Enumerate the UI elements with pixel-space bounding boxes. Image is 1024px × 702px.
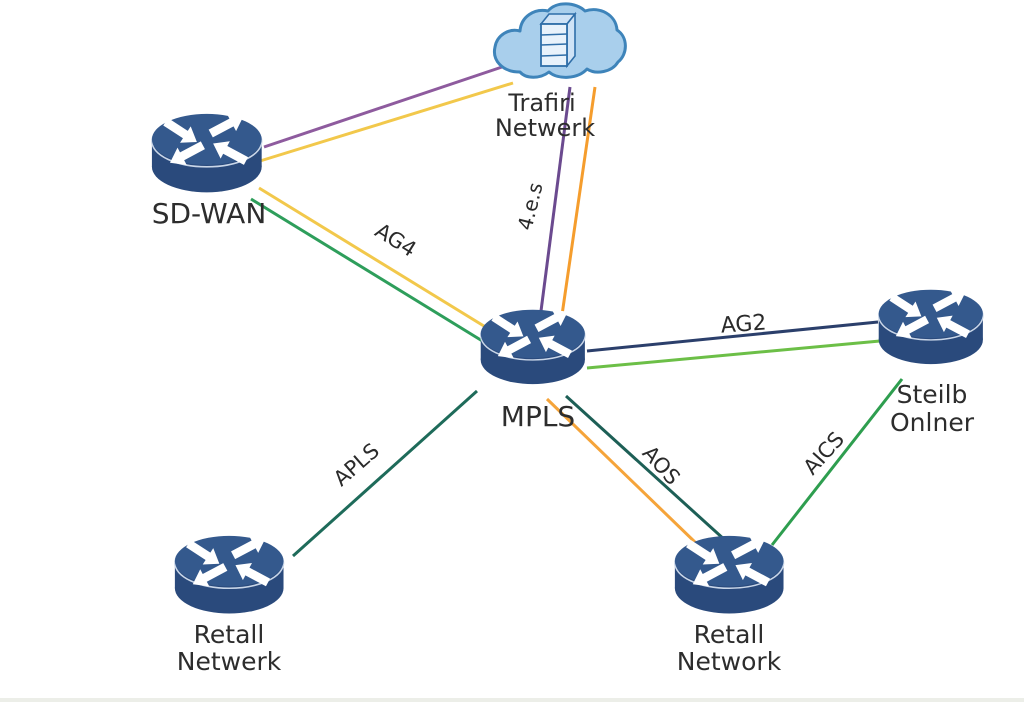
cloud-node <box>492 2 627 79</box>
edge-label-ag2: AG2 <box>720 310 767 338</box>
edge-mpls-steilb-green <box>586 339 881 370</box>
mpls-label: MPLS <box>501 400 575 433</box>
edge-steilb-retail-right-green <box>770 378 904 546</box>
sdwan-label: SD-WAN <box>152 197 267 230</box>
router-icon-mpls <box>479 302 586 385</box>
edge-sdwan-cloud-yellow <box>259 81 514 163</box>
retail-left-label-line2: Netwerk <box>177 647 282 676</box>
edge-labels-layer: AG4 4.e.s AG2 APLS AOS AICS <box>329 180 849 491</box>
retail-left-label-line1: Retall <box>194 620 265 649</box>
router-icon-retail-left <box>174 528 285 615</box>
cloud-label-line1: Trafiri <box>507 89 575 117</box>
edge-sdwan-mpls-green <box>250 197 485 344</box>
retail-right-label-line2: Network <box>677 647 782 676</box>
server-side <box>566 11 576 69</box>
retail-right-label-line1: Retall <box>694 620 765 649</box>
server-slat-1 <box>540 33 568 36</box>
edge-mpls-steilb-navy <box>586 320 879 353</box>
edge-cloud-mpls-purple <box>539 86 572 312</box>
steilb-label-line1: Steilb <box>897 380 968 409</box>
edge-label-4es: 4.e.s <box>513 180 548 233</box>
edge-sdwan-mpls-yellow <box>258 186 493 333</box>
edge-label-aics: AICS <box>799 427 849 479</box>
cloud-label-line2: Netwerk <box>495 114 595 142</box>
edge-mpls-retail-right-teal <box>564 394 728 543</box>
server-rack-icon <box>539 11 577 69</box>
edge-label-ag4: AG4 <box>371 218 421 261</box>
router-icon-steilb <box>877 282 984 365</box>
edge-mpls-retail-right-orange <box>545 397 700 547</box>
edge-cloud-mpls-orange <box>560 86 597 316</box>
steilb-label-line2: Onlner <box>890 408 975 437</box>
edge-mpls-retail-left-teal <box>291 389 479 558</box>
edge-sdwan-cloud-purple <box>263 64 506 149</box>
bottom-artifact-strip <box>0 698 1024 702</box>
server-slat-3 <box>540 54 568 57</box>
router-icon-retail-right <box>674 528 785 615</box>
server-slat-2 <box>540 43 568 46</box>
edges-layer <box>250 64 904 558</box>
router-icon-sdwan <box>151 106 263 194</box>
